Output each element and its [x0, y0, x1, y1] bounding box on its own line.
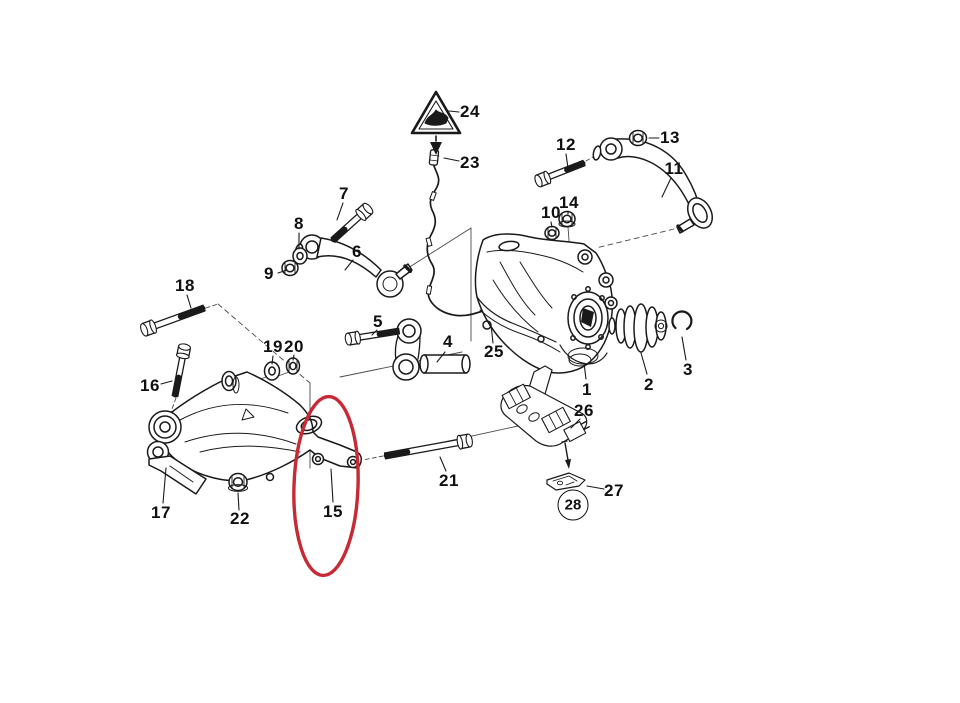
callout-3[interactable]: 3 — [683, 360, 693, 379]
callout-9[interactable]: 9 — [264, 264, 274, 283]
callout-18[interactable]: 18 — [175, 276, 195, 295]
part-27-plate — [546, 472, 586, 491]
callout-14[interactable]: 14 — [559, 193, 579, 212]
part-8-washer — [292, 247, 308, 265]
callout-6[interactable]: 6 — [352, 242, 362, 261]
part-17-bracket — [146, 440, 207, 495]
callout-7[interactable]: 7 — [339, 184, 349, 203]
part-21-bolt — [383, 433, 473, 460]
callout-24[interactable]: 24 — [460, 102, 480, 121]
part-4-integral-link — [392, 318, 471, 381]
callout-13[interactable]: 13 — [660, 128, 680, 147]
callout-5[interactable]: 5 — [373, 312, 383, 331]
callout-1[interactable]: 1 — [582, 380, 592, 399]
callout-17[interactable]: 17 — [151, 503, 171, 522]
callout-19[interactable]: 19 — [263, 337, 283, 356]
part-10-nut — [544, 225, 560, 241]
part-14-nut — [558, 210, 576, 228]
callout-4[interactable]: 4 — [443, 332, 453, 351]
highlight-ellipse — [292, 394, 360, 578]
part-13-nut — [628, 129, 648, 147]
callout-8[interactable]: 8 — [294, 214, 304, 233]
part-12-bolt — [534, 159, 586, 188]
part-7-bolt — [330, 202, 374, 243]
part-3-snap-ring — [671, 310, 693, 331]
callout-25[interactable]: 25 — [484, 342, 504, 361]
callout-2[interactable]: 2 — [644, 375, 654, 394]
callout-23[interactable]: 23 — [460, 153, 480, 172]
part-24-warning-triangle — [410, 90, 462, 155]
callout-15[interactable]: 15 — [323, 502, 343, 521]
part-15-trailing-arm — [148, 370, 362, 482]
part-5-bolt — [344, 327, 401, 346]
part-2-wheel-bearing — [608, 303, 668, 353]
callout-21[interactable]: 21 — [439, 471, 459, 490]
part-22-nut — [228, 472, 248, 492]
callout-20[interactable]: 20 — [284, 337, 304, 356]
callout-11[interactable]: 11 — [664, 159, 684, 178]
part-26-bracket-module — [500, 383, 590, 469]
leader-lines — [160, 110, 687, 511]
callout-26[interactable]: 26 — [574, 401, 594, 420]
part-18-bolt — [140, 304, 206, 337]
callout-12[interactable]: 12 — [556, 135, 576, 154]
part-16-bolt — [171, 343, 192, 398]
callout-28[interactable]: 28 — [557, 489, 589, 521]
callout-27[interactable]: 27 — [604, 481, 624, 500]
part-9-nut — [281, 259, 299, 277]
callout-22[interactable]: 22 — [230, 509, 250, 528]
callout-16[interactable]: 16 — [140, 376, 160, 395]
part-23-sensor-cable — [425, 149, 484, 317]
callout-10[interactable]: 10 — [541, 203, 561, 222]
